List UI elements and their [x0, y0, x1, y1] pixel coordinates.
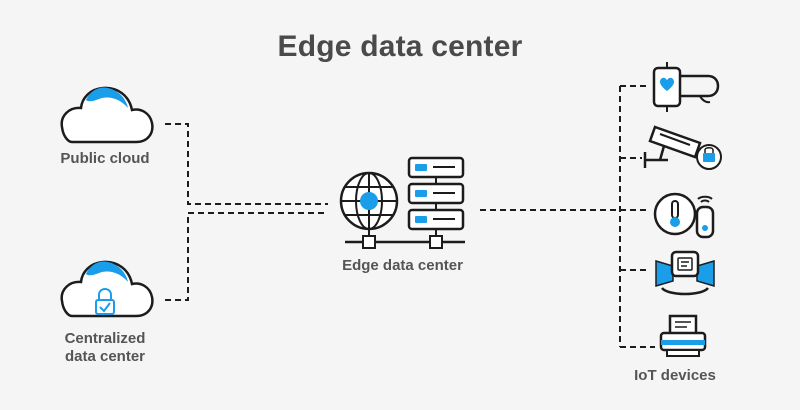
cloud-icon — [60, 86, 154, 144]
fitness-tracker-icon — [655, 250, 715, 296]
globe-network-icon — [339, 171, 465, 249]
diagram-title: Edge data center — [277, 30, 523, 63]
server-stack-icon — [407, 156, 465, 231]
smart-thermostat-icon — [653, 192, 715, 239]
connector-lines — [165, 85, 655, 348]
security-camera-icon — [643, 125, 722, 170]
label-edge-data-center: Edge data center — [342, 257, 463, 274]
label-centralized-data-center: Centralized data center — [64, 330, 146, 365]
cloud-lock-icon — [60, 260, 154, 318]
label-iot-devices: IoT devices — [634, 367, 716, 384]
connector-centralized-dc — [165, 212, 328, 301]
label-public-cloud: Public cloud — [60, 150, 150, 167]
smartwatch-icon — [652, 62, 720, 112]
connector-public-cloud — [165, 123, 328, 205]
printer-icon — [659, 314, 707, 357]
